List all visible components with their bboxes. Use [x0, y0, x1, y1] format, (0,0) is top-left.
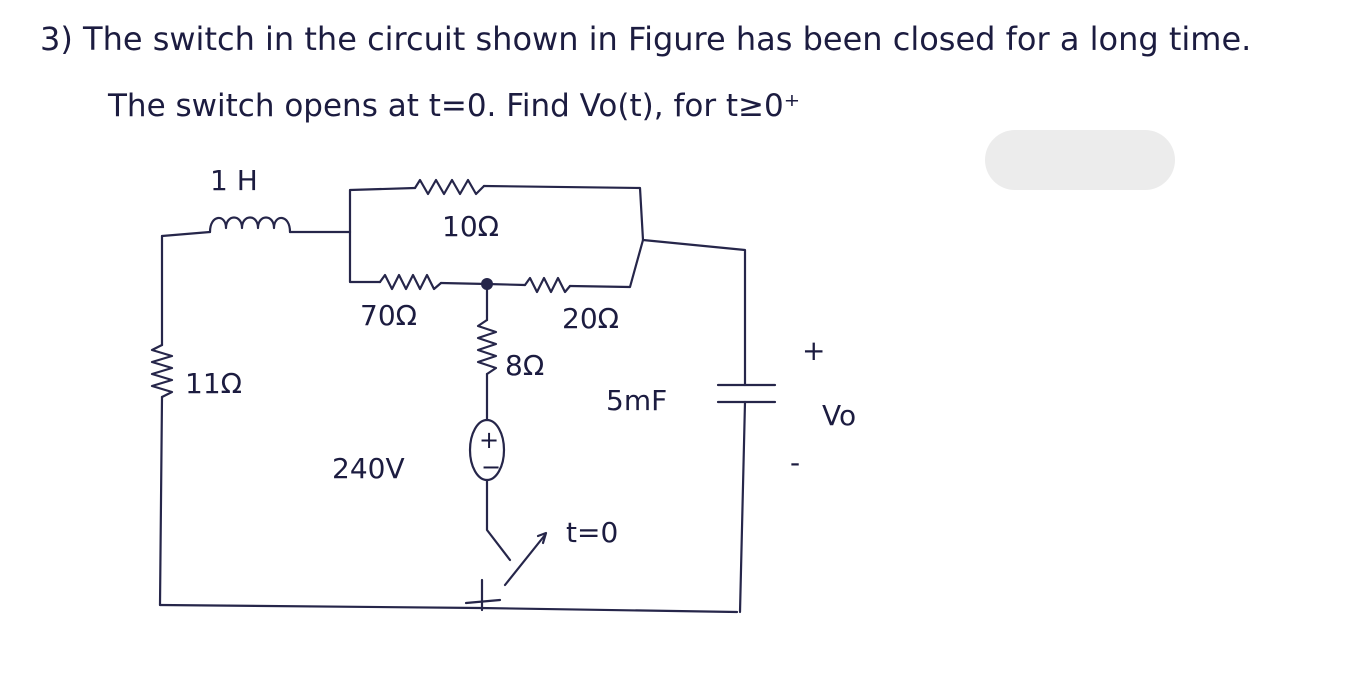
- r20-label: 20Ω: [562, 302, 619, 335]
- wire-bottom: [158, 603, 739, 614]
- wire-10-left: [348, 186, 417, 234]
- resistor-11-ohm: [150, 343, 174, 399]
- wire-node-to-20: [485, 282, 527, 287]
- r8-label: 8Ω: [505, 349, 544, 382]
- capacitor-label: 5mF: [606, 384, 667, 417]
- vo-minus-sign: -: [790, 446, 800, 479]
- r11-label: 11Ω: [185, 367, 242, 400]
- resistor-20-ohm: [523, 276, 572, 294]
- wire-left-vertical-lower: [158, 395, 164, 607]
- r70-label: 70Ω: [360, 299, 417, 332]
- wire-source-to-switch: [485, 478, 512, 562]
- wire-10-right: [482, 184, 645, 242]
- wire-right-bottom: [738, 400, 747, 614]
- switch-contact: [464, 598, 502, 605]
- inductor-label: 1 H: [210, 164, 258, 197]
- erased-smudge: [985, 130, 1175, 190]
- switch-blade: [503, 533, 547, 587]
- switch-label: t=0: [566, 516, 618, 549]
- vo-label: Vo: [822, 399, 856, 432]
- wire-70-left: [348, 230, 382, 284]
- resistor-10-ohm: [413, 178, 486, 196]
- wire-right-top: [641, 238, 747, 387]
- switch-arrow: [536, 531, 548, 545]
- inductor-1h: [208, 216, 292, 234]
- wire-left-top: [160, 230, 212, 238]
- source-minus-sign: −: [481, 453, 501, 481]
- resistor-70-ohm: [378, 273, 443, 291]
- source-plus-sign: +: [479, 426, 499, 454]
- wire-20-right: [568, 238, 645, 289]
- source-label: 240V: [332, 452, 405, 485]
- resistor-8-ohm: [476, 318, 498, 376]
- vo-plus-sign: +: [802, 334, 825, 367]
- r10-label: 10Ω: [442, 210, 499, 243]
- question-line-2: The switch opens at t=0. Find Vo(t), for…: [108, 88, 801, 124]
- wire-70-to-node: [439, 281, 489, 286]
- question-line-1: 3) The switch in the circuit shown in Fi…: [40, 20, 1252, 58]
